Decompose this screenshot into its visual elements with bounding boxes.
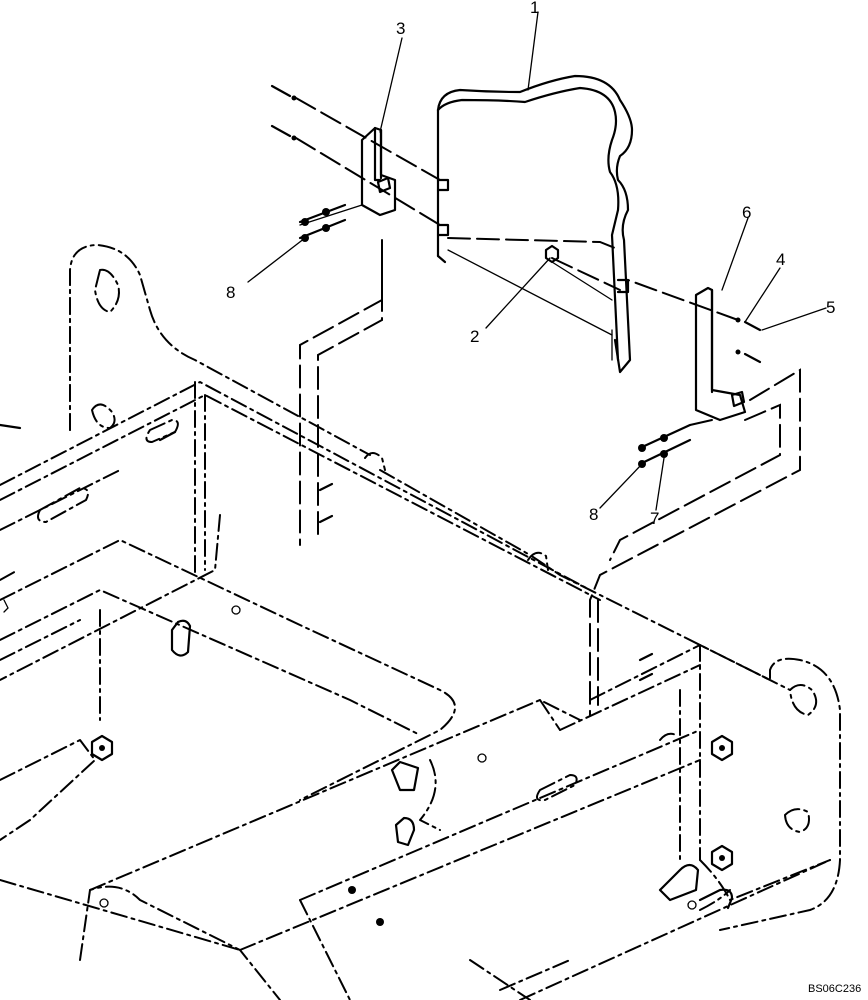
callout-7: 7 <box>650 509 659 528</box>
figure-code: BS06C236 <box>808 983 861 995</box>
callout-2: 2 <box>470 327 479 346</box>
callout-5: 5 <box>826 298 835 317</box>
callout-8-left: 8 <box>226 283 235 302</box>
assembly-lines <box>295 97 801 716</box>
callout-1: 1 <box>530 0 539 17</box>
loader-frame <box>0 244 841 1000</box>
right-bracket <box>694 286 747 422</box>
callout-6: 6 <box>742 203 751 222</box>
hardware-bolts-washers <box>270 84 762 468</box>
panel-nut <box>544 244 560 264</box>
seat-back-panel <box>436 74 634 374</box>
callout-3: 3 <box>396 19 405 38</box>
leader-lines <box>247 11 827 511</box>
callout-8-right: 8 <box>589 505 598 524</box>
callout-4: 4 <box>776 250 785 269</box>
left-bracket <box>299 126 397 226</box>
